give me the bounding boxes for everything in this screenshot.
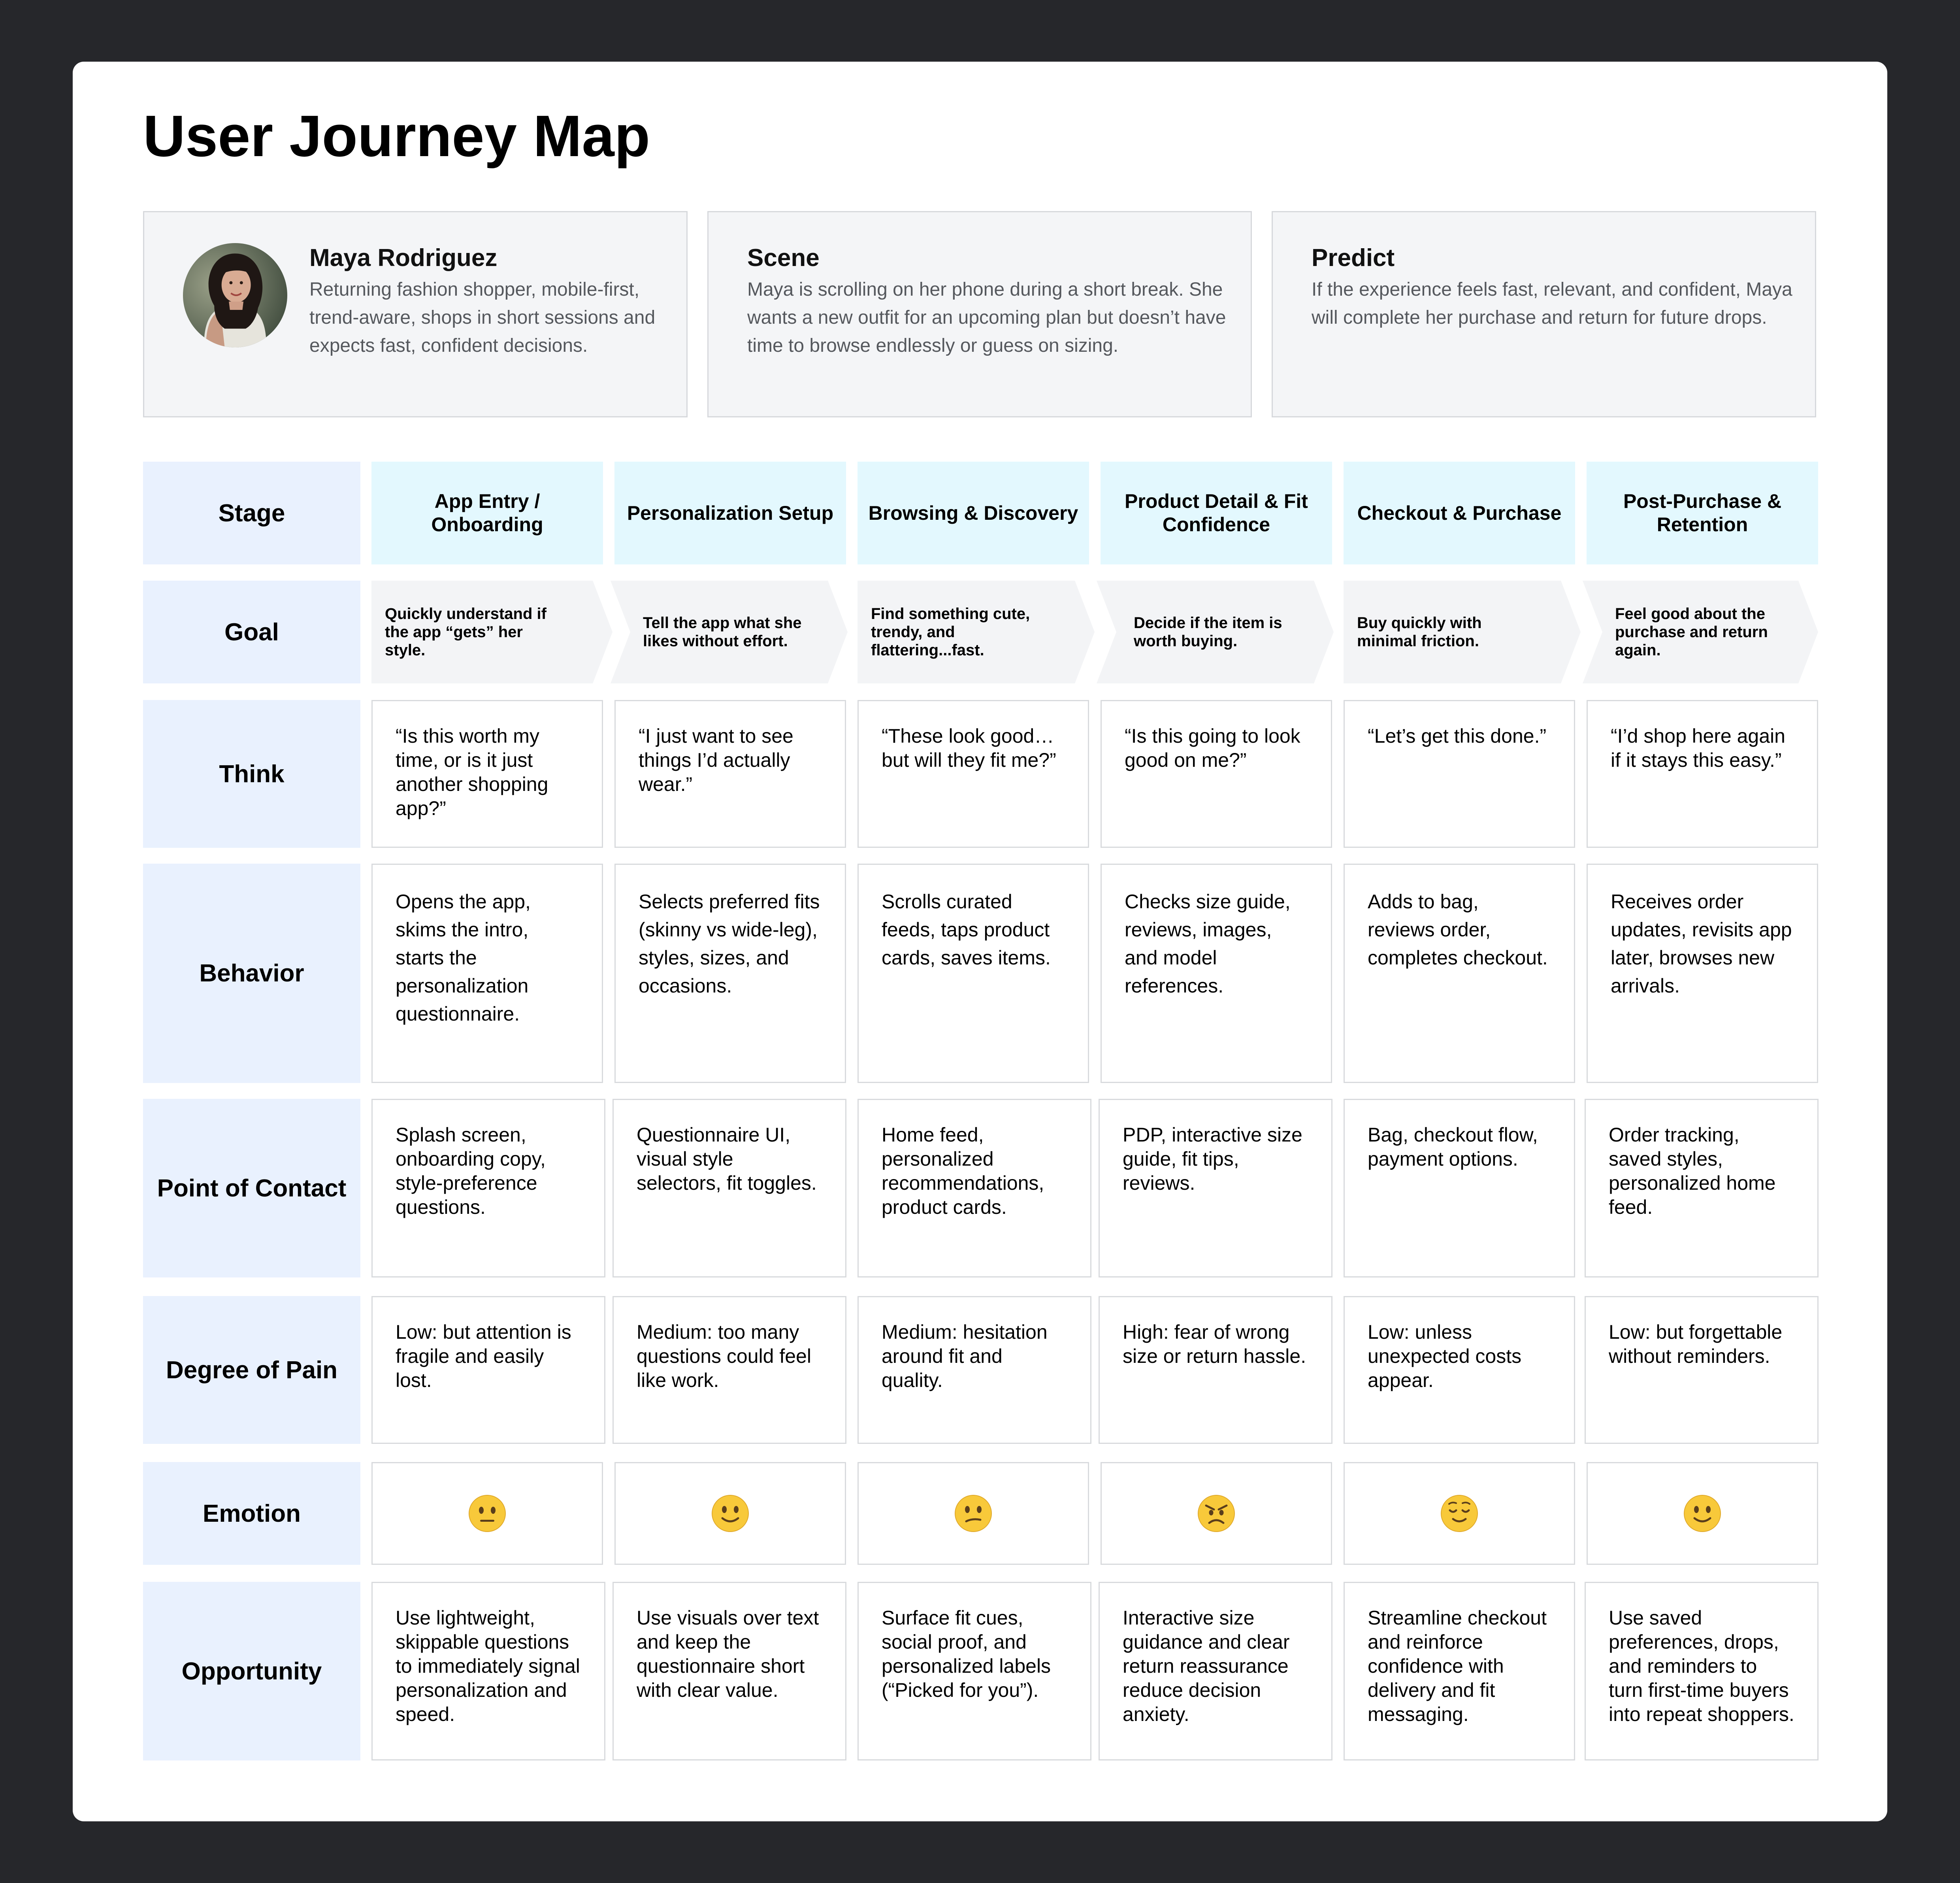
stage-header: Product Detail & Fit Confidence [1101, 462, 1332, 564]
think-cell: “Let’s get this done.” [1344, 700, 1575, 848]
row-label-stage: Stage [143, 462, 360, 564]
stage-header: Browsing & Discovery [858, 462, 1089, 564]
think-cell: “Is this going to look good on me?” [1101, 700, 1332, 848]
think-cell: “I’d shop here again if it stays this ea… [1587, 700, 1818, 848]
behavior-cell: Opens the app, skims the intro, starts t… [371, 864, 603, 1083]
contact-cell: Questionnaire UI, visual style selectors… [612, 1099, 846, 1277]
goal-chevron: Feel good about the purchase and return … [1583, 581, 1818, 683]
opportunity-cell: Streamline checkout and reinforce confid… [1344, 1582, 1575, 1760]
scene-title: Scene [747, 244, 820, 272]
row-label-emotion: Emotion [143, 1462, 360, 1565]
journey-map-card: User Journey Map [73, 62, 1887, 1821]
pain-cell: High: fear of wrong size or return hassl… [1099, 1296, 1332, 1444]
stage-header: App Entry / Onboarding [371, 462, 603, 564]
persona-description: Returning fashion shopper, mobile-first,… [309, 279, 656, 356]
behavior-cell: Checks size guide, reviews, images, and … [1101, 864, 1332, 1083]
contact-cell: Splash screen, onboarding copy, style-pr… [371, 1099, 605, 1277]
row-label-behavior: Behavior [143, 864, 360, 1083]
row-label-degree-of-pain: Degree of Pain [143, 1296, 360, 1444]
stage-header: Personalization Setup [614, 462, 846, 564]
opportunity-cell: Use saved preferences, drops, and remind… [1585, 1582, 1819, 1760]
row-label-think: Think [143, 700, 360, 848]
predict-text: If the experience feels fast, relevant, … [1312, 279, 1792, 328]
contact-cell: Home feed, personalized recommendations,… [858, 1099, 1091, 1277]
think-cell: “Is this worth my time, or is it just an… [371, 700, 603, 848]
contact-cell: PDP, interactive size guide, fit tips, r… [1099, 1099, 1332, 1277]
opportunity-cell: Use lightweight, skippable questions to … [371, 1582, 605, 1760]
persona-card: Maya Rodriguez Returning fashion shopper… [143, 211, 688, 417]
emotion-cell [858, 1462, 1089, 1565]
row-label-goal: Goal [143, 581, 360, 683]
opportunity-cell: Use visuals over text and keep the quest… [612, 1582, 846, 1760]
relieved-face-icon [1441, 1495, 1478, 1532]
predict-card: Predict If the experience feels fast, re… [1272, 211, 1816, 417]
emotion-cell [1587, 1462, 1818, 1565]
pain-cell: Low: unless unexpected costs appear. [1344, 1296, 1575, 1444]
think-cell: “I just want to see things I’d actually … [614, 700, 846, 848]
persona-avatar [183, 243, 287, 347]
contact-cell: Bag, checkout flow, payment options. [1344, 1099, 1575, 1277]
slight-smile-icon [1684, 1495, 1721, 1532]
confused-face-icon [955, 1495, 992, 1532]
goal-chevron: Tell the app what she likes without effo… [611, 581, 848, 683]
pain-cell: Medium: hesitation around fit and qualit… [858, 1296, 1091, 1444]
goal-chevron: Quickly understand if the app “gets” her… [371, 581, 612, 683]
goal-chevron: Decide if the item is worth buying. [1097, 581, 1334, 683]
behavior-cell: Scrolls curated feeds, taps product card… [858, 864, 1089, 1083]
slight-smile-icon [712, 1495, 749, 1532]
contact-cell: Order tracking, saved styles, personaliz… [1585, 1099, 1819, 1277]
pain-cell: Medium: too many questions could feel li… [612, 1296, 846, 1444]
emotion-cell [371, 1462, 603, 1565]
emotion-cell [1344, 1462, 1575, 1565]
scene-card: Scene Maya is scrolling on her phone dur… [707, 211, 1252, 417]
emotion-cell [614, 1462, 846, 1565]
stage-header: Post-Purchase & Retention [1587, 462, 1818, 564]
goal-chevron: Buy quickly with minimal friction. [1344, 581, 1581, 683]
opportunity-cell: Surface fit cues, social proof, and pers… [858, 1582, 1091, 1760]
angry-face-icon [1198, 1495, 1235, 1532]
row-label-opportunity: Opportunity [143, 1582, 360, 1760]
goal-chevron: Find something cute, trendy, and flatter… [858, 581, 1095, 683]
row-label-point-of-contact: Point of Contact [143, 1099, 360, 1277]
emotion-cell [1101, 1462, 1332, 1565]
page-title: User Journey Map [143, 104, 650, 169]
scene-text: Maya is scrolling on her phone during a … [747, 279, 1226, 356]
behavior-cell: Adds to bag, reviews order, completes ch… [1344, 864, 1575, 1083]
opportunity-cell: Interactive size guidance and clear retu… [1099, 1582, 1332, 1760]
behavior-cell: Selects preferred fits (skinny vs wide-l… [614, 864, 846, 1083]
neutral-face-icon [469, 1495, 506, 1532]
persona-name: Maya Rodriguez [309, 244, 498, 272]
predict-title: Predict [1312, 244, 1395, 272]
think-cell: “These look good… but will they fit me?” [858, 700, 1089, 848]
stage-header: Checkout & Purchase [1344, 462, 1575, 564]
pain-cell: Low: but attention is fragile and easily… [371, 1296, 605, 1444]
behavior-cell: Receives order updates, revisits app lat… [1587, 864, 1818, 1083]
pain-cell: Low: but forgettable without reminders. [1585, 1296, 1819, 1444]
